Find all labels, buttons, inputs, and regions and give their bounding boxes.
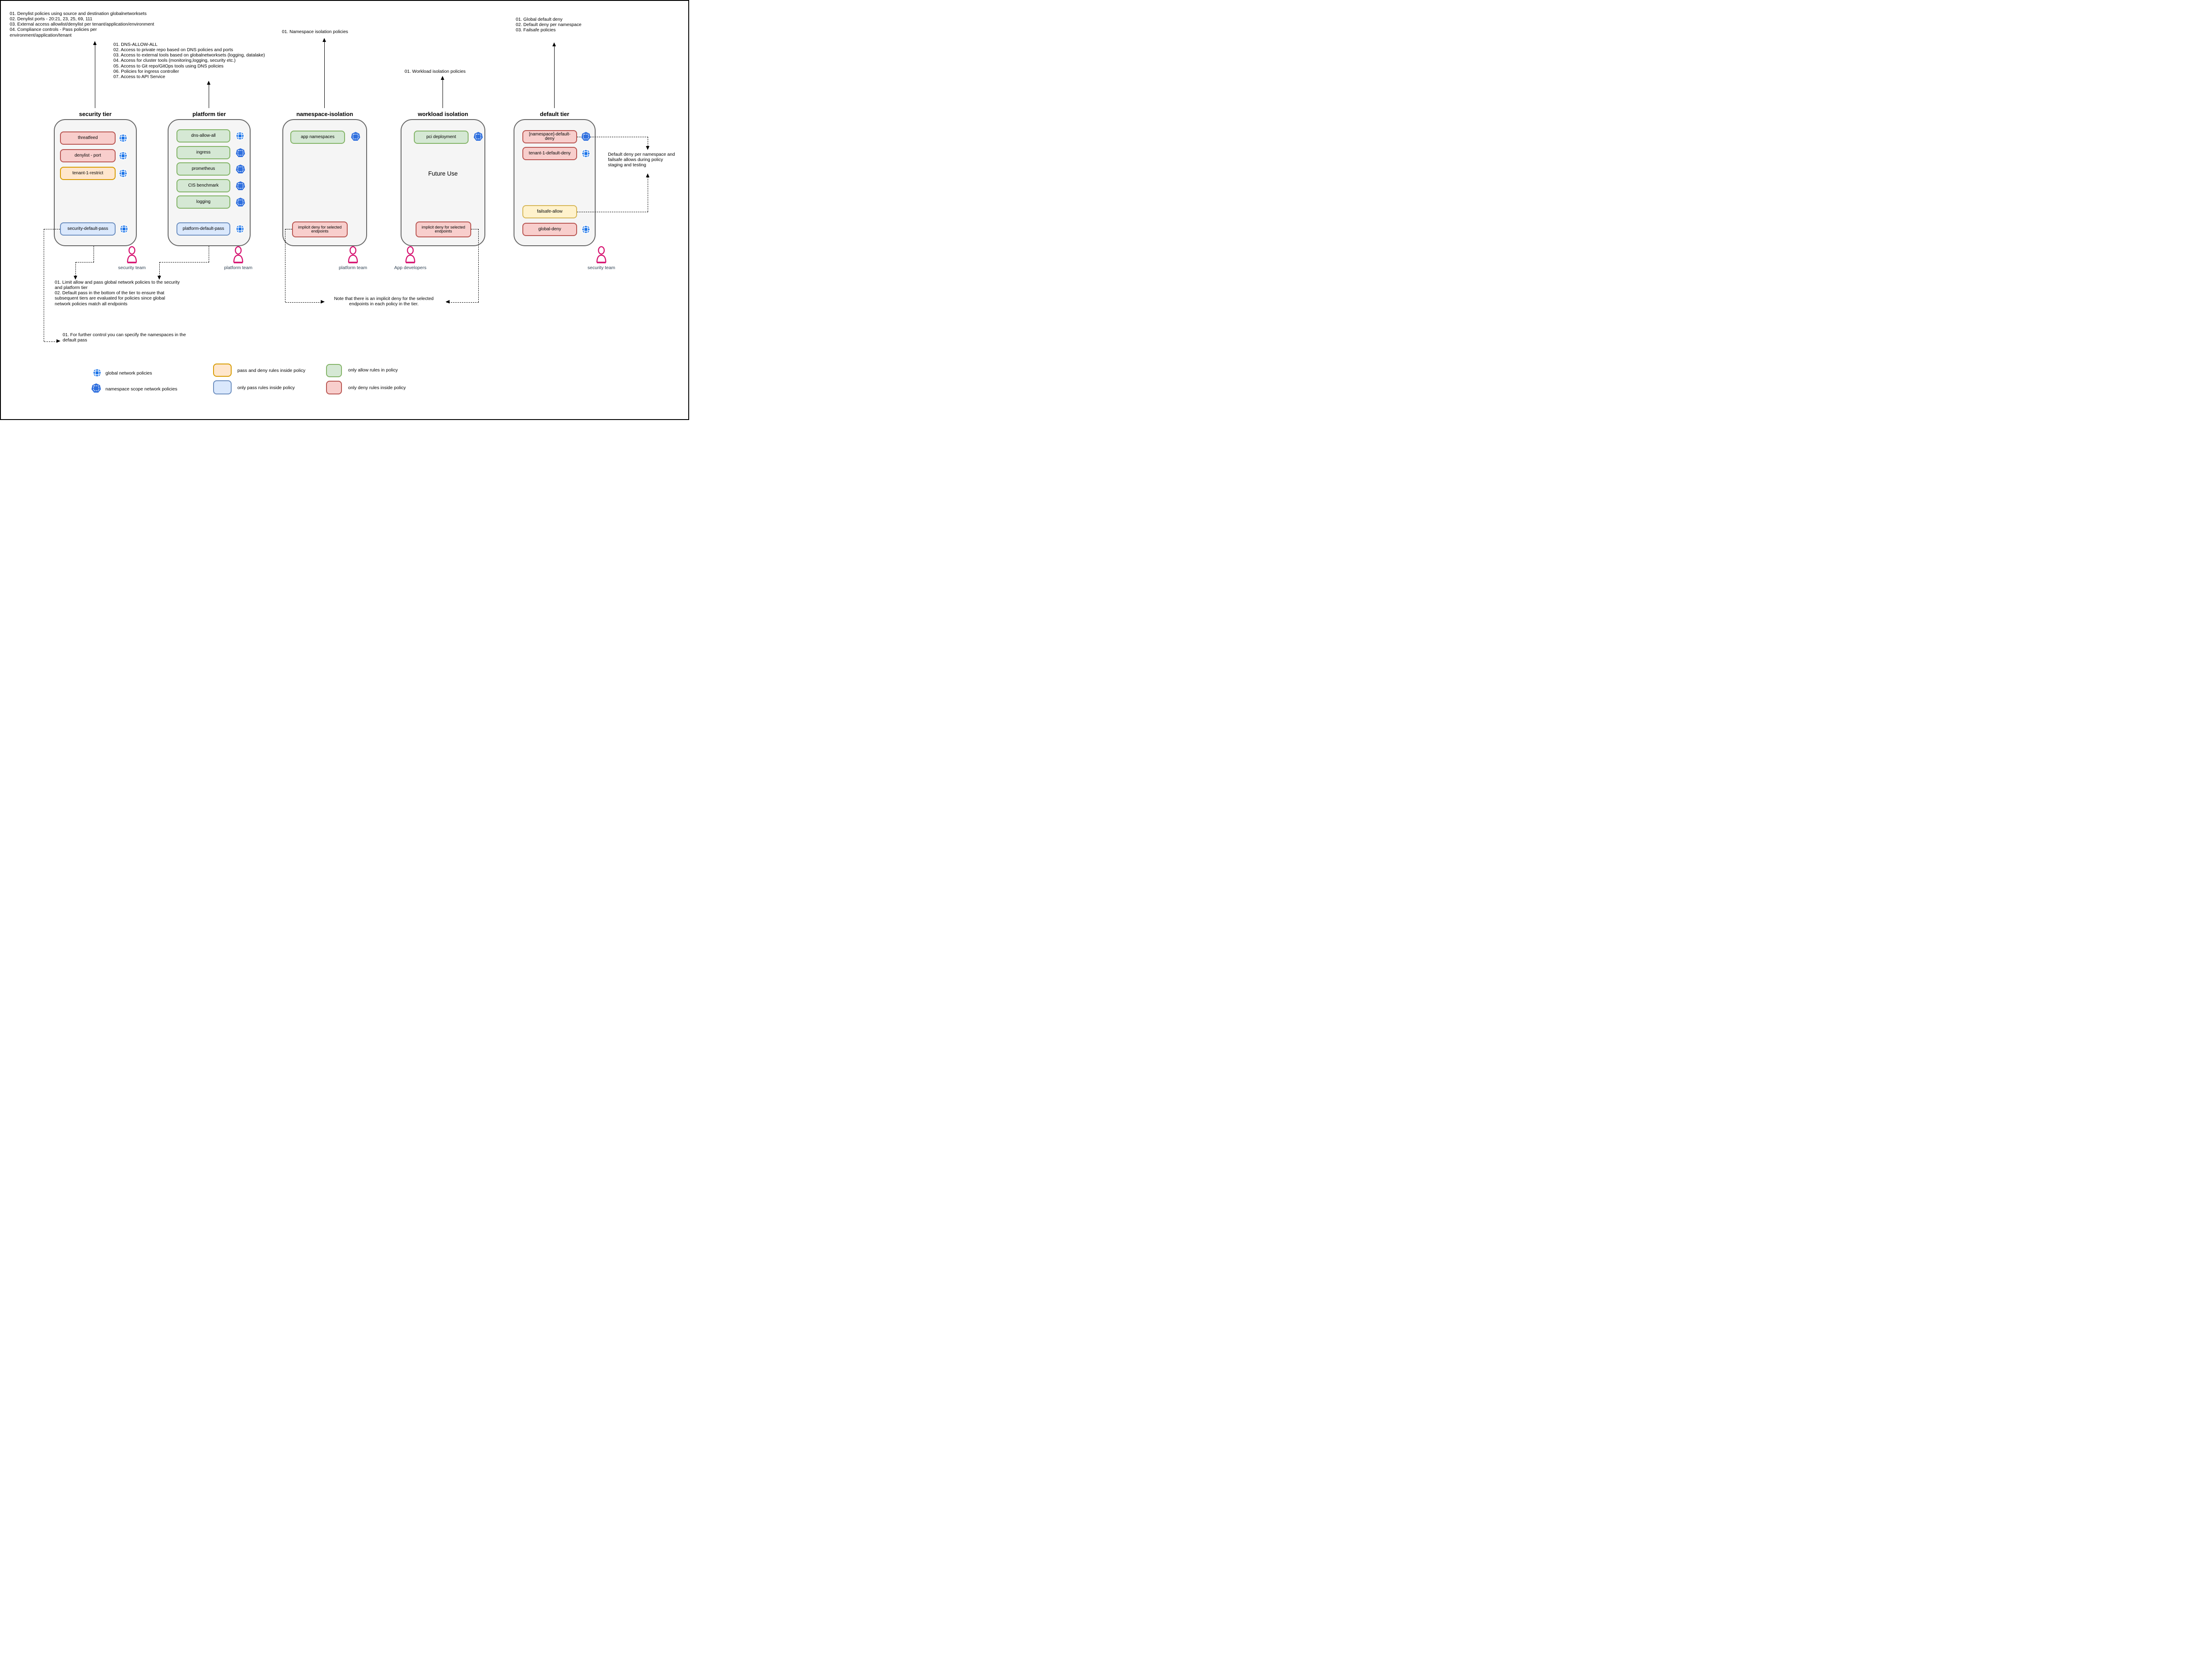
connector-segment xyxy=(478,229,479,302)
policy-failsafe-allow: failsafe-allow xyxy=(522,205,577,218)
namespace-icon xyxy=(236,181,245,190)
legend-label-only-pass: only pass rules inside policy xyxy=(237,385,295,390)
namespace-icon xyxy=(236,164,245,173)
person-icon xyxy=(596,246,607,263)
legend-swatch-only-pass xyxy=(213,380,232,394)
security-tier-notes: 01. Denylist policies using source and d… xyxy=(10,11,154,38)
person-icon xyxy=(127,246,137,263)
arrowhead-up-icon xyxy=(207,81,210,85)
legend-swatch-only-allow xyxy=(326,364,342,377)
team-label-platform: platform team xyxy=(224,265,253,270)
namespace-icon xyxy=(236,148,245,157)
policy-implicit-deny-workload-isolation: implicit deny for selected endpoints xyxy=(416,221,471,237)
legend-label-global-policies: global network policies xyxy=(105,371,152,376)
workload-isolation-note: 01. Workload isolation policies xyxy=(405,69,466,74)
policy-platform-default-pass: platform-default-pass xyxy=(176,222,230,236)
policy-prometheus: prometheus xyxy=(176,162,230,176)
legend-label-only-allow: only allow rules in policy xyxy=(348,368,398,373)
globe-icon xyxy=(582,225,590,234)
policy-tenant-1-restrict: tenant-1-restrict xyxy=(60,167,116,180)
legend-swatch-only-deny xyxy=(326,381,342,394)
policy-app-namespaces: app namespaces xyxy=(290,131,345,144)
policy-implicit-deny-namespace-isolation: implicit deny for selected endpoints xyxy=(292,221,348,237)
policy-ingress: ingress xyxy=(176,146,230,159)
policy-logging: logging xyxy=(176,195,230,209)
arrowhead-right-icon xyxy=(56,339,60,343)
legend-label-namespace-policies: namespace scope network policies xyxy=(105,386,177,392)
policy-tenant-1-default-deny: tenant-1-default-deny xyxy=(522,147,577,160)
namespace-isolation-note: 01. Namespace isolation policies xyxy=(282,30,348,34)
policy-security-default-pass: security-default-pass xyxy=(60,222,116,236)
policy-denylist-port: denylist - port xyxy=(60,149,116,162)
tier-title-security: security tier xyxy=(79,111,112,117)
globe-icon xyxy=(119,134,128,142)
globe-icon xyxy=(119,169,128,178)
globe-icon xyxy=(236,131,244,140)
connector-segment xyxy=(44,341,57,342)
tier-guidance-note: 01. Limit allow and pass global network … xyxy=(55,280,180,307)
globe-icon xyxy=(119,151,128,160)
tiered-network-policy-diagram: 01. Denylist policies using source and d… xyxy=(0,0,689,420)
legend-label-only-deny: only deny rules inside policy xyxy=(348,385,406,390)
tier-title-platform: platform tier xyxy=(192,111,226,117)
connector-segment xyxy=(159,262,160,276)
globe-icon xyxy=(93,368,101,377)
tier-title-default: default tier xyxy=(540,111,570,117)
globe-icon xyxy=(582,149,590,158)
connector-segment xyxy=(446,302,479,303)
tier-title-namespace-isolation: namespace-isolation xyxy=(296,111,353,117)
default-tier-notes: 01. Global default deny 02. Default deny… xyxy=(516,17,582,33)
future-use-label: Future Use xyxy=(428,170,458,177)
connector-segment xyxy=(75,262,76,276)
policy-global-deny: global-deny xyxy=(522,223,577,236)
arrowhead-left-icon xyxy=(446,300,450,304)
default-pass-hint-note: 01. For further control you can specify … xyxy=(63,333,186,343)
staging-note: Default deny per namespace and failsafe … xyxy=(608,152,675,168)
team-label-platform-2: platform team xyxy=(338,265,368,270)
globe-icon xyxy=(120,225,128,233)
arrowhead-down-icon xyxy=(74,276,77,280)
team-label-app-developers: App developers xyxy=(394,265,427,270)
connector-segment xyxy=(285,302,322,303)
arrow-line xyxy=(324,41,325,108)
policy-threatfeed: threatfeed xyxy=(60,131,116,145)
namespace-icon xyxy=(236,197,245,206)
person-icon xyxy=(348,246,358,263)
team-label-security-2: security team xyxy=(587,265,615,270)
policy-dns-allow-all: dns-allow-all xyxy=(176,129,230,142)
arrowhead-down-icon xyxy=(158,276,161,280)
namespace-icon xyxy=(581,131,591,141)
arrowhead-up-icon xyxy=(93,41,97,45)
legend-swatch-pass-and-deny xyxy=(213,364,232,377)
namespace-icon xyxy=(351,131,360,141)
tier-title-workload-isolation: workload isolation xyxy=(417,111,469,117)
arrowhead-right-icon xyxy=(321,300,325,304)
implicit-deny-note: Note that there is an implicit deny for … xyxy=(334,296,434,307)
policy-pci-deployment: pci deployment xyxy=(414,131,469,144)
platform-tier-notes: 01. DNS-ALLOW-ALL 02. Access to private … xyxy=(113,42,265,79)
namespace-icon xyxy=(473,131,483,141)
arrowhead-up-icon xyxy=(441,76,444,80)
policy-namespace-default-deny: [namespace]-default-deny xyxy=(522,130,577,143)
team-label-security: security team xyxy=(118,265,146,270)
legend-label-pass-and-deny: pass and deny rules inside policy xyxy=(237,368,306,373)
arrow-line xyxy=(554,46,555,108)
arrowhead-up-icon xyxy=(552,42,556,46)
policy-cis-benchmark: CIS benchmark xyxy=(176,179,230,192)
arrowhead-down-icon xyxy=(646,146,649,150)
arrowhead-up-icon xyxy=(323,38,326,42)
person-icon xyxy=(233,246,244,263)
arrowhead-up-icon xyxy=(646,173,649,177)
globe-icon xyxy=(236,225,244,233)
namespace-icon xyxy=(91,383,101,393)
person-icon xyxy=(405,246,416,263)
